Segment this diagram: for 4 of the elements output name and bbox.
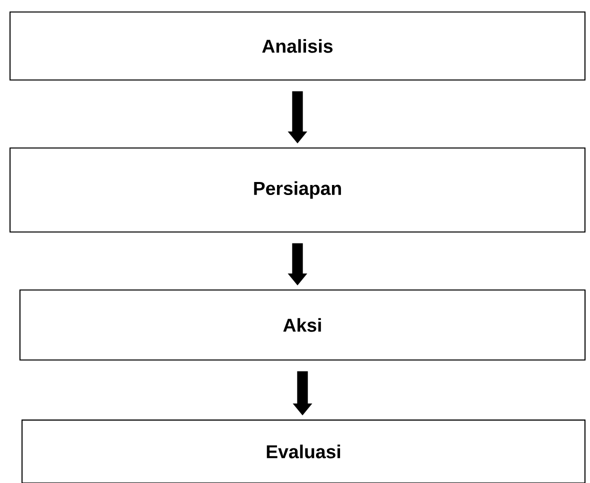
process-box: Analisis: [10, 11, 586, 81]
process-box: Aksi: [19, 289, 586, 361]
process-box: Persiapan: [10, 147, 586, 233]
process-box: Evaluasi: [22, 420, 586, 483]
